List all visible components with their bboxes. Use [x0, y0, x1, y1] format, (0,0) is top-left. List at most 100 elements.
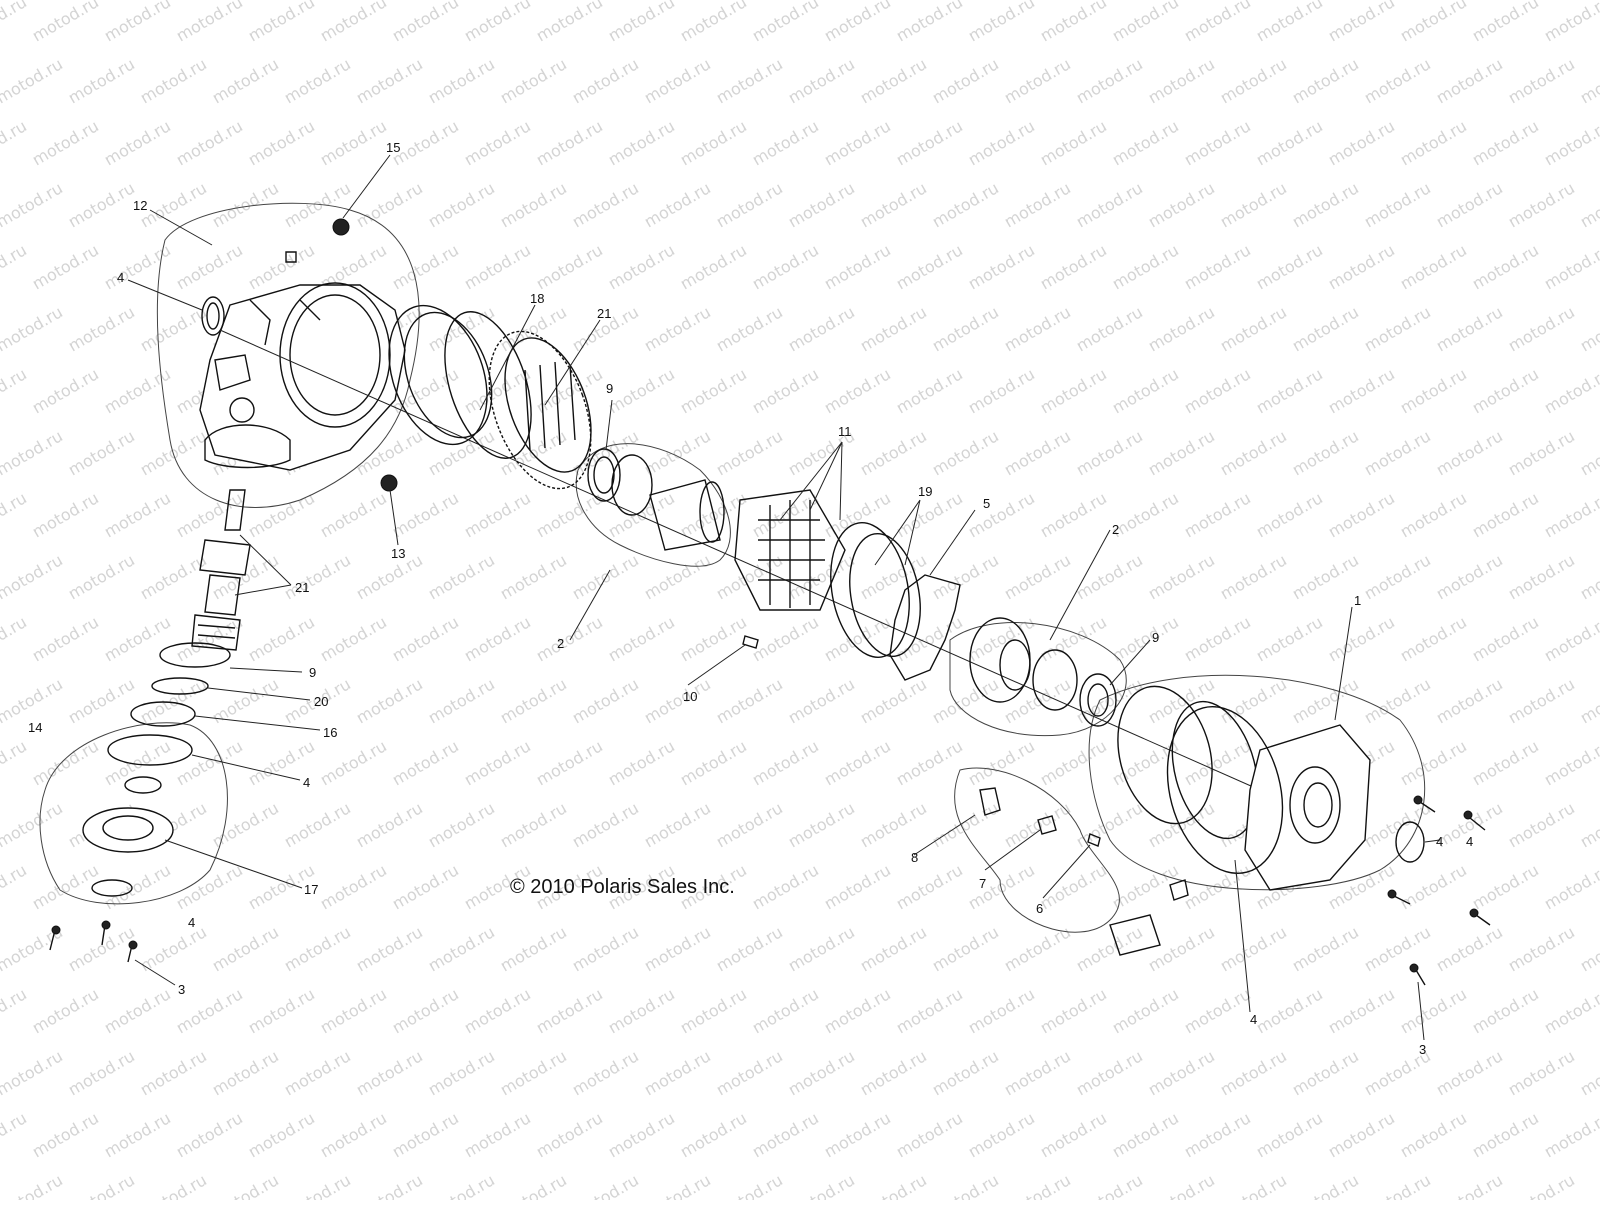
watermark-text: motod.ru: [785, 54, 858, 107]
watermark-text: motod.ru: [785, 1046, 858, 1099]
watermark-text: motod.ru: [1181, 1108, 1254, 1161]
watermark-text: motod.ru: [1469, 736, 1542, 789]
watermark-text: motod.ru: [137, 674, 210, 727]
watermark-text: motod.ru: [1073, 1170, 1146, 1200]
watermark-text: motod.ru: [965, 612, 1038, 665]
watermark-text: motod.ru: [929, 178, 1002, 231]
watermark-text: motod.ru: [1289, 54, 1362, 107]
watermark-text: motod.ru: [0, 798, 66, 851]
watermark-text: motod.ru: [1433, 922, 1506, 975]
watermark-text: motod.ru: [821, 0, 894, 45]
watermark-text: motod.ru: [389, 0, 462, 45]
watermark-text: motod.ru: [497, 1046, 570, 1099]
watermark-text: motod.ru: [1001, 178, 1074, 231]
watermark-text: motod.ru: [1289, 426, 1362, 479]
watermark-text: motod.ru: [1433, 1170, 1506, 1200]
watermark-text: motod.ru: [1361, 426, 1434, 479]
watermark-text: motod.ru: [425, 922, 498, 975]
watermark-text: motod.ru: [1361, 550, 1434, 603]
watermark-text: motod.ru: [641, 1046, 714, 1099]
watermark-text: motod.ru: [245, 984, 318, 1037]
watermark-text: motod.ru: [1469, 984, 1542, 1037]
watermark-text: motod.ru: [1073, 1046, 1146, 1099]
output-hub-2: [969, 617, 1031, 703]
watermark-text: motod.ru: [1577, 54, 1600, 107]
watermark-text: motod.ru: [929, 550, 1002, 603]
watermark-text: motod.ru: [65, 54, 138, 107]
watermark-text: motod.ru: [857, 302, 930, 355]
watermark-text: motod.ru: [0, 550, 66, 603]
watermark-text: motod.ru: [605, 736, 678, 789]
watermark-text: motod.ru: [1505, 178, 1578, 231]
watermark-text: motod.ru: [1577, 550, 1600, 603]
watermark-text: motod.ru: [29, 364, 102, 417]
watermark-text: motod.ru: [137, 1170, 210, 1200]
watermark-text: motod.ru: [209, 550, 282, 603]
bearing-9-upper: [587, 448, 621, 502]
cover-group-outline: [1088, 674, 1426, 891]
callout-14: 14: [28, 720, 42, 735]
callout-2-left: 2: [557, 636, 564, 651]
watermark-text: motod.ru: [425, 426, 498, 479]
screw-6: [1087, 833, 1101, 847]
watermark-text: motod.ru: [929, 302, 1002, 355]
callout-4-cover-seal: 4: [1436, 834, 1443, 849]
watermark-text: motod.ru: [929, 798, 1002, 851]
center-axis-line: [219, 329, 1261, 791]
watermark-text: motod.ru: [1433, 550, 1506, 603]
watermark-text: motod.ru: [1361, 674, 1434, 727]
watermark-text: motod.ru: [1181, 488, 1254, 541]
watermark-text: motod.ru: [1001, 1170, 1074, 1200]
watermark-text: motod.ru: [245, 116, 318, 169]
watermark-text: motod.ru: [353, 922, 426, 975]
watermark-text: motod.ru: [1109, 488, 1182, 541]
bearing-group-outline: [575, 443, 731, 567]
bearing-9-lower: [1079, 673, 1117, 727]
watermark-text: motod.ru: [677, 364, 750, 417]
watermark-text: motod.ru: [1037, 1108, 1110, 1161]
watermark-text: motod.ru: [1433, 302, 1506, 355]
watermark-text: motod.ru: [425, 54, 498, 107]
bearing-9-pinion: [159, 642, 231, 668]
callout-17: 17: [304, 882, 318, 897]
watermark-text: motod.ru: [1217, 54, 1290, 107]
watermark-text: motod.ru: [1289, 550, 1362, 603]
watermark-text: motod.ru: [1109, 984, 1182, 1037]
watermark-text: motod.ru: [857, 798, 930, 851]
callout-18: 18: [530, 291, 544, 306]
watermark-text: motod.ru: [1361, 302, 1434, 355]
callout-20: 20: [314, 694, 328, 709]
watermark-text: motod.ru: [1145, 1170, 1218, 1200]
watermark-text: motod.ru: [533, 1108, 606, 1161]
watermark-text: motod.ru: [749, 364, 822, 417]
watermark-text: motod.ru: [0, 1170, 66, 1200]
callout-6: 6: [1036, 901, 1043, 916]
watermark-text: motod.ru: [533, 984, 606, 1037]
watermark-text: motod.ru: [1001, 426, 1074, 479]
watermark-text: motod.ru: [1505, 1046, 1578, 1099]
small-parts-group-outline: [954, 767, 1120, 933]
watermark-text: motod.ru: [209, 798, 282, 851]
watermark-text: motod.ru: [821, 860, 894, 913]
watermark-text: motod.ru: [281, 54, 354, 107]
hub-gear-part: [649, 479, 725, 551]
pinion-cover-17: [82, 807, 174, 853]
watermark-text: motod.ru: [1505, 302, 1578, 355]
watermark-text: motod.ru: [1397, 1108, 1470, 1161]
watermark-text: motod.ru: [353, 178, 426, 231]
seal-4-cover: [1395, 821, 1425, 863]
watermark-text: motod.ru: [0, 984, 30, 1037]
watermark-text: motod.ru: [29, 0, 102, 45]
watermark-text: motod.ru: [1001, 302, 1074, 355]
hub-group-outline: [949, 622, 1127, 737]
bearing-cup: [124, 776, 162, 794]
watermark-text: motod.ru: [533, 116, 606, 169]
watermark-text: motod.ru: [929, 426, 1002, 479]
o-ring-cover-large: [1117, 685, 1213, 825]
watermark-text: motod.ru: [353, 674, 426, 727]
watermark-text: motod.ru: [713, 922, 786, 975]
watermark-text: motod.ru: [0, 116, 30, 169]
watermark-text: motod.ru: [1253, 240, 1326, 293]
